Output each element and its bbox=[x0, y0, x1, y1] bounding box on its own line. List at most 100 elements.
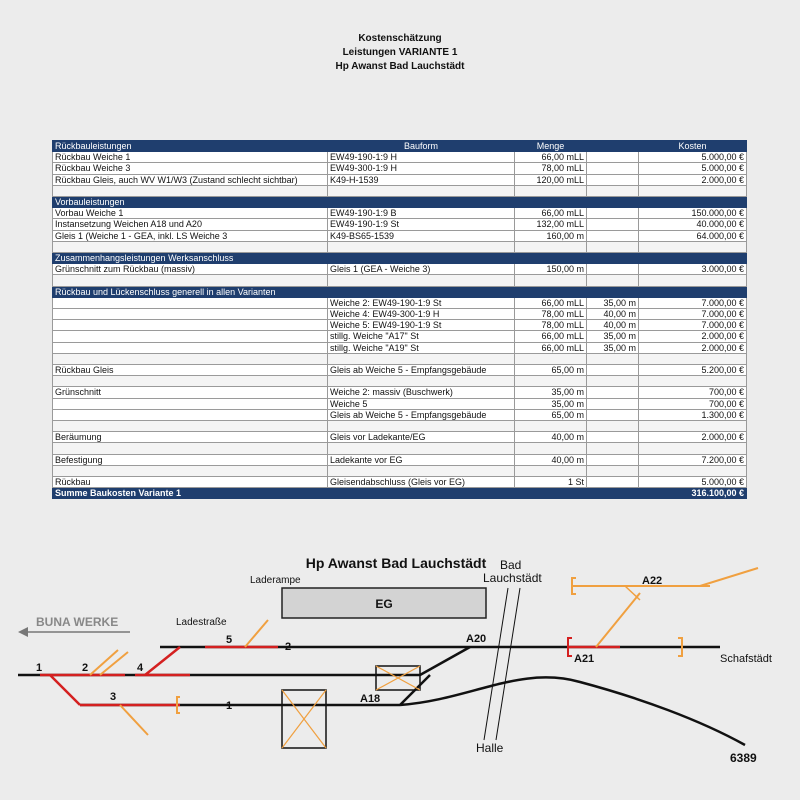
menge-cell: 65,00 m bbox=[514, 408, 587, 422]
crossing-upper-x2 bbox=[375, 665, 421, 691]
bauform-cell: EW49-300-1:9 H bbox=[327, 162, 515, 175]
siding-a22-end bbox=[699, 567, 759, 587]
bauform-cell: stillg. Weiche "A17" St bbox=[327, 330, 515, 343]
item-description: Rückbau Weiche 1 bbox=[52, 151, 328, 164]
item-description: Grünschnitt bbox=[52, 386, 328, 399]
kosten-cell: 7.000,00 € bbox=[638, 319, 747, 332]
section-title: Rückbau und Lückenschluss generell in al… bbox=[52, 285, 747, 298]
spacer-row bbox=[52, 184, 747, 198]
item-description: Beräumung bbox=[52, 431, 328, 444]
menge-cell: 66,00 mLL bbox=[514, 207, 587, 220]
column-header: Bauform bbox=[327, 139, 515, 153]
extra-length-cell: 35,00 m bbox=[586, 296, 639, 310]
track-1-label: 1 bbox=[226, 700, 232, 712]
kosten-cell: 3.000,00 € bbox=[638, 263, 747, 276]
item-description: Rückbau Weiche 3 bbox=[52, 162, 328, 175]
total-value: 316.100,00 € bbox=[638, 487, 747, 500]
header-line-1: Kostenschätzung bbox=[358, 33, 442, 44]
a20-label: A20 bbox=[466, 633, 486, 645]
bauform-cell: Weiche 5 bbox=[327, 397, 515, 410]
extra-length-cell: 35,00 m bbox=[586, 330, 639, 343]
kosten-cell: 40.000,00 € bbox=[638, 218, 747, 231]
kosten-cell: 7.000,00 € bbox=[638, 307, 747, 321]
extra-length-cell bbox=[586, 207, 639, 220]
column-header: Menge bbox=[514, 139, 587, 153]
menge-cell: 78,00 mLL bbox=[514, 319, 587, 332]
bauform-cell: stillg. Weiche "A19" St bbox=[327, 341, 515, 354]
extra-length-cell bbox=[586, 162, 639, 175]
buffer-stop-right bbox=[678, 637, 683, 657]
switch-3-label: 3 bbox=[110, 691, 116, 703]
a21-label: A21 bbox=[574, 653, 594, 665]
item-description: Rückbau Gleis, auch WV W1/W3 (Zustand sc… bbox=[52, 173, 328, 186]
column-header: Rückbauleistungen bbox=[52, 139, 328, 153]
kosten-cell: 5.200,00 € bbox=[638, 363, 747, 377]
menge-cell: 1 St bbox=[514, 475, 587, 489]
kosten-cell: 150.000,00 € bbox=[638, 207, 747, 220]
bauform-cell: EW49-190-1:9 B bbox=[327, 207, 515, 220]
menge-cell: 35,00 m bbox=[514, 386, 587, 399]
menge-cell: 78,00 mLL bbox=[514, 162, 587, 175]
spacer-row bbox=[52, 442, 747, 455]
header-line-2: Leistungen VARIANTE 1 bbox=[342, 47, 458, 58]
crossing-box-lower bbox=[281, 689, 327, 749]
item-description: Befestigung bbox=[52, 453, 328, 466]
menge-cell: 66,00 mLL bbox=[514, 151, 587, 164]
item-description: Instansetzung Weichen A18 und A20 bbox=[52, 218, 328, 231]
bauform-cell: Gleis vor Ladekante/EG bbox=[327, 431, 515, 444]
kosten-cell: 5.000,00 € bbox=[638, 162, 747, 175]
menge-cell: 40,00 m bbox=[514, 453, 587, 466]
section-header-row: Rückbau und Lückenschluss generell in al… bbox=[52, 285, 747, 298]
boundary-line-1 bbox=[483, 587, 509, 741]
switch-4-diverge bbox=[144, 646, 181, 676]
switch-2-diverge bbox=[89, 649, 119, 676]
halle-label: Halle bbox=[476, 741, 504, 755]
table-row: Grünschnitt zum Rückbau (massiv)Gleis 1 … bbox=[52, 263, 747, 276]
item-description: Vorbau Weiche 1 bbox=[52, 207, 328, 220]
bauform-cell: Weiche 5: EW49-190-1:9 St bbox=[327, 319, 515, 332]
kosten-cell: 64.000,00 € bbox=[638, 229, 747, 242]
kosten-cell: 2.000,00 € bbox=[638, 173, 747, 186]
extra-length-cell bbox=[586, 386, 639, 399]
boundary-line-2 bbox=[495, 587, 521, 741]
buna-arrow-head bbox=[18, 627, 28, 637]
item-description: Grünschnitt zum Rückbau (massiv) bbox=[52, 263, 328, 276]
extra-length-cell bbox=[586, 408, 639, 422]
section-header-row: Zusammenhangsleistungen Werksanschluss bbox=[52, 251, 747, 265]
table-row: Rückbau Gleis, auch WV W1/W3 (Zustand sc… bbox=[52, 173, 747, 186]
spacer-row bbox=[52, 375, 747, 388]
extra-length-cell bbox=[586, 151, 639, 164]
kosten-cell: 5.000,00 € bbox=[638, 475, 747, 489]
bauform-cell: EW49-190-1:9 St bbox=[327, 218, 515, 231]
switch-a21-diverge bbox=[595, 592, 641, 648]
menge-cell: 120,00 mLL bbox=[514, 173, 587, 186]
bauform-cell: Gleis ab Weiche 5 - Empfangsgebäude bbox=[327, 408, 515, 422]
bad-label: Bad bbox=[500, 558, 521, 572]
switch-5-diverge bbox=[244, 619, 269, 648]
item-description bbox=[52, 397, 328, 410]
switch-2-stub bbox=[99, 651, 129, 676]
crossing-box-upper bbox=[375, 665, 421, 691]
buna-werke-label: BUNA WERKE bbox=[36, 615, 118, 629]
item-description bbox=[52, 341, 328, 354]
bauform-cell: Gleisendabschluss (Gleis vor EG) bbox=[327, 475, 515, 489]
header-line-3: Hp Awanst Bad Lauchstädt bbox=[335, 61, 465, 72]
extra-length-cell: 35,00 m bbox=[586, 341, 639, 354]
bauform-cell: Weiche 4: EW49-300-1:9 H bbox=[327, 307, 515, 321]
document-header: Kostenschätzung Leistungen VARIANTE 1 Hp… bbox=[0, 32, 800, 74]
